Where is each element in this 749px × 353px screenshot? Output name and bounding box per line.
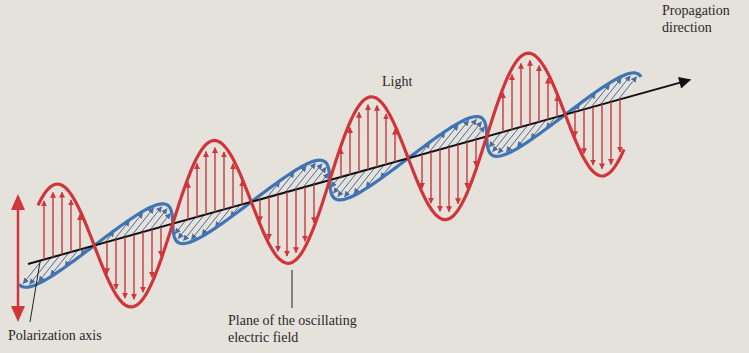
field-vector-arrow — [160, 227, 161, 256]
field-vector-arrow — [124, 237, 125, 298]
field-vector-arrow — [187, 182, 188, 219]
arrowhead — [11, 194, 25, 210]
field-vector-arrow — [430, 152, 431, 203]
field-vector-arrow — [115, 239, 116, 289]
polarization-symbols — [11, 194, 292, 322]
field-vector-arrow — [457, 144, 458, 203]
field-vector-arrow — [340, 149, 341, 177]
field-vector-arrow — [133, 234, 134, 299]
field-vector-arrow — [313, 184, 314, 222]
field-vector-arrow — [79, 215, 80, 250]
field-vector-arrow — [349, 127, 350, 174]
field-vector-arrow — [259, 199, 260, 221]
field-vector-arrow — [241, 181, 242, 204]
red-wave-curve — [38, 53, 624, 307]
field-vector-arrow — [610, 102, 611, 165]
field-vector-arrow — [358, 112, 359, 172]
label: Plane of the oscillating electric field — [226, 312, 398, 346]
field-vector-arrow — [268, 197, 269, 239]
field-vector-arrow — [295, 189, 296, 252]
field-vector-arrow — [70, 200, 71, 252]
field-vector-arrow — [529, 60, 530, 124]
field-vector-arrow — [385, 114, 386, 164]
field-vector-arrow — [52, 192, 53, 257]
field-vector-arrow — [367, 105, 368, 170]
field-vector-arrow — [439, 149, 440, 211]
field-vector-arrow — [376, 105, 377, 167]
field-vector-arrow — [502, 93, 503, 132]
polarization-arrow — [17, 206, 20, 310]
field-vector-arrow — [43, 201, 44, 260]
field-vector-arrow — [205, 152, 206, 215]
field-vector-arrow — [214, 148, 215, 212]
field-vector-arrow — [196, 163, 197, 216]
field-vector-arrow — [466, 142, 467, 188]
field-vector-arrow — [277, 194, 278, 251]
field-vector-arrow — [394, 129, 395, 162]
label: Propagation direction — [660, 2, 746, 36]
field-vector-arrow — [232, 164, 233, 207]
field-vector-arrow — [520, 63, 521, 127]
arrowhead — [11, 306, 25, 322]
field-vector-arrow — [421, 154, 422, 188]
label: Light — [380, 73, 414, 90]
field-vector-arrow — [448, 147, 449, 212]
field-vector-arrow — [223, 152, 224, 209]
field-vector-arrow — [511, 75, 512, 130]
field-vector-arrow — [592, 107, 593, 165]
electric-wave — [38, 53, 624, 307]
field-vector-arrow — [106, 242, 107, 274]
leader-line — [292, 270, 293, 308]
field-vector-arrow — [286, 192, 287, 256]
field-vector-arrow — [574, 112, 575, 137]
field-vector-arrow — [601, 104, 602, 168]
field-vector-arrow — [538, 66, 539, 122]
field-vector-arrow — [475, 139, 476, 166]
field-vector-arrow — [304, 187, 305, 241]
field-vector-arrow — [61, 192, 62, 254]
leader-line — [30, 262, 40, 322]
label: Polarization axis — [6, 327, 104, 344]
field-vector-arrow — [547, 78, 548, 119]
field-vector-arrow — [619, 99, 620, 152]
field-vector-arrow — [151, 229, 152, 277]
field-vector-arrow — [142, 232, 143, 292]
field-vector-arrow — [583, 109, 584, 153]
